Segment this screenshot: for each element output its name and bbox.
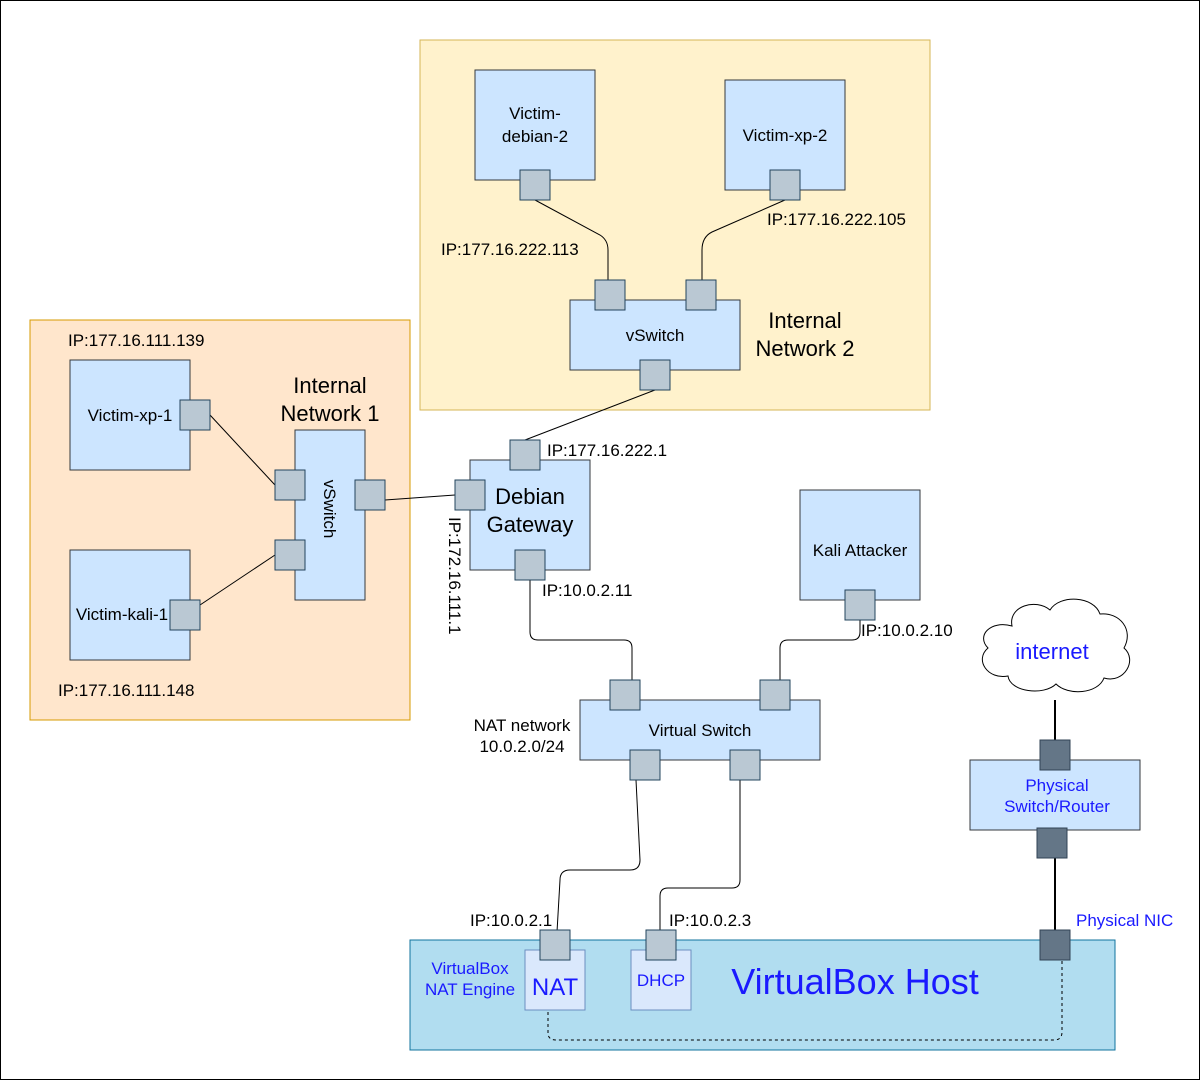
nat-engine-label-2: NAT Engine	[425, 980, 515, 999]
internet-cloud	[981, 598, 1130, 693]
port-debian2[interactable]	[519, 169, 551, 201]
port-vswitch1-right[interactable]	[354, 479, 386, 511]
port-vswitch1-bottom[interactable]	[274, 539, 306, 571]
port-vswitch-top-left[interactable]	[609, 679, 641, 711]
virtual-switch-label: Virtual Switch	[649, 721, 752, 740]
vswitch-2-node[interactable]	[569, 299, 741, 371]
nat-network-label-2: 10.0.2.0/24	[479, 737, 564, 756]
victim-xp-2-node[interactable]	[724, 79, 846, 191]
port-vswitch2-bottom[interactable]	[639, 359, 671, 391]
wire-xp2-vswitch2	[701, 199, 786, 282]
port-xp2[interactable]	[769, 169, 801, 201]
kali-attacker-node[interactable]	[799, 489, 921, 601]
ip-victim-debian-2: IP:177.16.222.113	[441, 240, 579, 259]
ip-gateway-left: IP:172.16.111.1	[445, 517, 464, 635]
ip-gateway-top: IP:177.16.222.1	[547, 441, 667, 460]
port-physical-top[interactable]	[1039, 739, 1071, 771]
port-vswitch1-top[interactable]	[274, 469, 306, 501]
vswitch-1-node[interactable]	[294, 429, 366, 601]
physical-switch-label-2: Switch/Router	[1004, 797, 1110, 816]
dhcp-label: DHCP	[637, 971, 685, 990]
port-attacker[interactable]	[844, 589, 876, 621]
port-vswitch-bottom-right[interactable]	[729, 749, 761, 781]
wire-debian2-vswitch2	[534, 199, 609, 282]
port-vswitch-bottom-left[interactable]	[629, 749, 661, 781]
port-vswitch-top-right[interactable]	[759, 679, 791, 711]
wire-vswitch-dhcp	[659, 780, 741, 932]
internal-network-2-title-1: Internal	[768, 308, 841, 333]
kali-attacker-label: Kali Attacker	[813, 541, 908, 560]
wire-vswitch-nat	[556, 779, 641, 933]
wire-xp1-vswitch1	[209, 414, 276, 486]
port-physical-nic[interactable]	[1039, 929, 1071, 961]
port-physical-bottom[interactable]	[1036, 827, 1068, 859]
nat-network-label-1: NAT network	[474, 716, 571, 735]
vswitch-2-label: vSwitch	[626, 326, 685, 345]
port-gateway-top[interactable]	[509, 439, 541, 471]
victim-xp-1-label: Victim-xp-1	[88, 406, 173, 425]
port-vswitch2-left[interactable]	[594, 279, 626, 311]
port-dhcp[interactable]	[645, 929, 677, 961]
ip-victim-kali-1: IP:177.16.111.148	[58, 681, 194, 700]
internal-network-2-title-2: Network 2	[755, 336, 854, 361]
nat-label: NAT	[532, 974, 579, 1001]
port-xp1[interactable]	[179, 399, 211, 431]
ip-victim-xp-2: IP:177.16.222.105	[767, 210, 906, 229]
physical-nic-label: Physical NIC	[1076, 911, 1173, 930]
victim-xp-1-node[interactable]	[69, 359, 191, 471]
port-gateway-left[interactable]	[454, 479, 486, 511]
port-gateway-bottom[interactable]	[514, 549, 546, 581]
internet-label: internet	[1015, 639, 1088, 664]
wire-vswitch2-gateway	[524, 389, 656, 441]
ip-nat: IP:10.0.2.1	[470, 911, 552, 930]
vswitch-1-label: vSwitch	[320, 480, 339, 539]
victim-xp-2-label: Victim-xp-2	[743, 126, 828, 145]
port-kali1[interactable]	[169, 599, 201, 631]
wire-vswitch1-gateway	[384, 494, 456, 501]
physical-switch-label-1: Physical	[1025, 776, 1088, 795]
wire-gateway-vswitch	[529, 580, 633, 682]
victim-kali-1-label: Victim-kali-1	[76, 605, 168, 624]
ip-dhcp: IP:10.0.2.3	[669, 911, 751, 930]
wire-attacker-vswitch	[779, 620, 861, 682]
nat-engine-label-1: VirtualBox	[431, 959, 509, 978]
victim-debian-2-node[interactable]	[474, 69, 596, 181]
ip-victim-xp-1: IP:177.16.111.139	[68, 331, 204, 350]
victim-debian-2-label-2: debian-2	[502, 127, 568, 146]
virtualbox-host-title: VirtualBox Host	[731, 961, 978, 1002]
debian-gateway-label-2: Gateway	[487, 512, 574, 537]
internal-network-1-title-1: Internal	[293, 373, 366, 398]
ip-kali-attacker: IP:10.0.2.10	[861, 621, 953, 640]
physical-switch-node[interactable]	[969, 759, 1141, 831]
wire-nat-nic-dashed	[547, 960, 1063, 1041]
debian-gateway-label-1: Debian	[495, 484, 565, 509]
victim-debian-2-label-1: Victim-	[509, 104, 561, 123]
wire-kali1-vswitch1	[199, 554, 276, 606]
port-vswitch2-right[interactable]	[685, 279, 717, 311]
ip-gateway-bottom: IP:10.0.2.11	[542, 581, 632, 600]
internal-network-1-title-2: Network 1	[280, 401, 379, 426]
port-nat[interactable]	[539, 929, 571, 961]
